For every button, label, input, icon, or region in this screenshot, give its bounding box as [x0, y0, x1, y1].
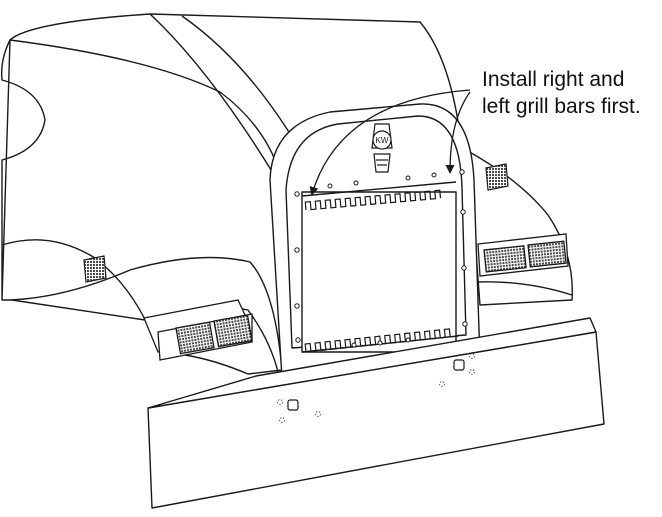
arrow-right-bar: [445, 91, 471, 174]
grille-bar-top-teeth: [304, 189, 442, 211]
install-instruction-callout: Install right and left grill bars first.: [482, 66, 641, 120]
right-marker-light: [485, 163, 509, 191]
hood-ridge-left: [149, 13, 277, 179]
emblem-text: KW: [376, 136, 389, 145]
right-fender-line: [474, 281, 573, 296]
hood-ridge-right: [181, 15, 301, 151]
kw-emblem: KW: [371, 123, 393, 173]
arrow-left-bar: [309, 89, 471, 196]
housing-rivets: [294, 169, 468, 348]
grille-bar-bottom-teeth: [304, 328, 451, 353]
right-headlamp: [477, 233, 569, 277]
callout-arrows: [309, 89, 471, 196]
grille-panel: [301, 191, 457, 353]
left-marker-light: [83, 255, 107, 283]
bumper-slots: [287, 359, 465, 411]
callout-line-1: Install right and: [482, 68, 625, 91]
left-fender: [0, 39, 283, 375]
callout-line-2: left grill bars first.: [482, 95, 641, 118]
grille-top-bar: [301, 181, 457, 197]
left-headlamp: [143, 299, 253, 361]
bumper-top: [147, 317, 597, 409]
bumper-holes: [277, 353, 475, 423]
